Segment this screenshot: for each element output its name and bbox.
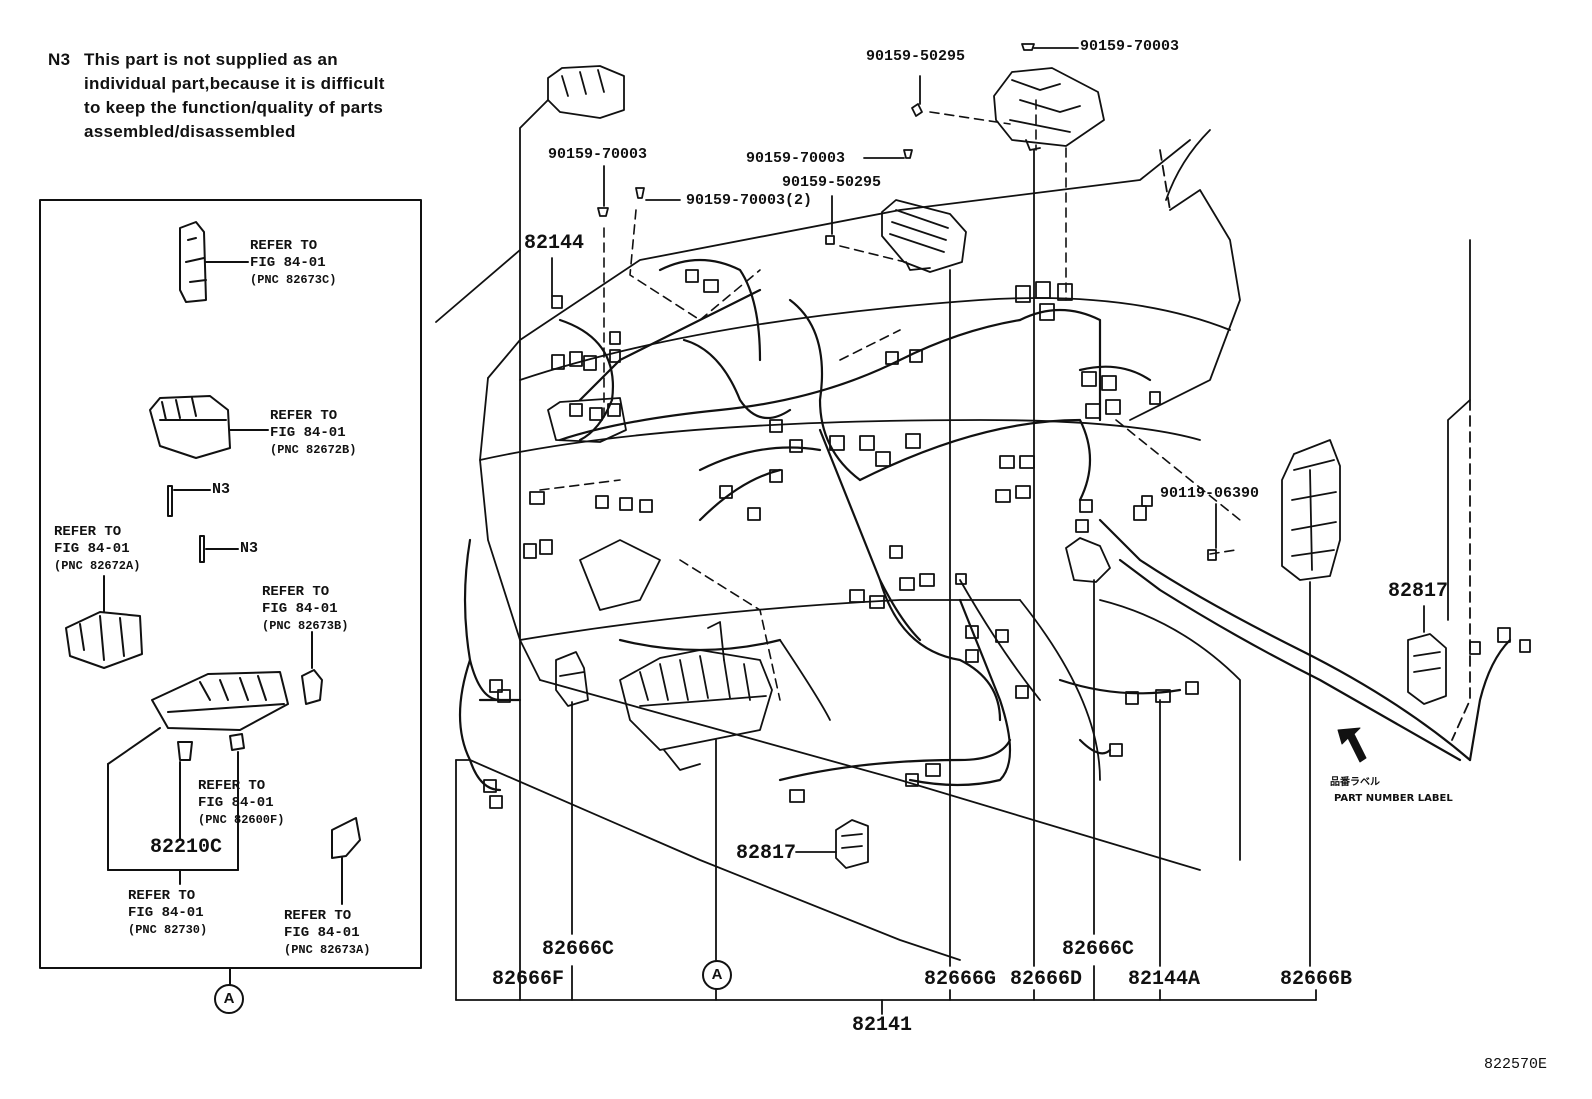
bolt-90159-70003-mid: 90159-70003 [746,150,846,167]
inset-box [39,199,422,969]
part-82666g: 82666G [924,968,997,991]
dashed-reference-lines [539,99,1241,701]
part-82210c: 82210C [150,836,223,859]
part-number-label-arrow [1337,727,1367,763]
ref-fig: FIG 84-01 [284,925,360,941]
relay-82817-lower [835,819,869,869]
ref-text: REFER TO [128,888,196,904]
ref-pnc: (PNC 82673A) [284,943,371,957]
wire-harness [458,258,1512,792]
bolt-90159-70003-left: 90159-70003 [548,146,648,163]
relay-block-top [547,65,627,443]
ref-fig: FIG 84-01 [262,601,338,617]
relay-82817-right [1407,633,1447,705]
n3-label-2: N3 [240,540,259,557]
bolt-90159-70003-top: 90159-70003 [1080,38,1180,55]
dashboard-outline [435,129,1471,961]
part-82666f: 82666F [492,968,565,991]
part-82666c-mid: 82666C [542,938,615,961]
bolt-90159-70003-x2: 90159-70003(2) [686,192,813,209]
part-number-label-jp: 品番ラベル [1330,777,1380,788]
ref-pnc: (PNC 82600F) [198,813,285,827]
inset-block-82672a [65,575,143,669]
ref-text: REFER TO [262,584,330,600]
inset-junction-block-82210c [107,671,289,885]
inset-pin-n3-a [167,485,211,517]
part-82666b: 82666B [1280,968,1353,991]
part-82141: 82141 [852,1014,913,1037]
ref-pnc: (PNC 82672A) [54,559,141,573]
part-82144: 82144 [524,232,585,255]
ref-text: REFER TO [284,908,352,924]
ref-text: REFER TO [270,408,338,424]
figure-code: 822570E [1484,1056,1548,1073]
ecu-module-82666d [993,67,1105,151]
note-line-3: to keep the function/quality of parts [84,98,384,117]
circle-a-inset: A [214,984,244,1014]
note-line-2: individual part,because it is difficult [84,74,385,93]
ref-fig: FIG 84-01 [250,255,326,271]
module-82666b [1281,439,1341,581]
part-82666c-right: 82666C [1062,938,1135,961]
inset-block-82672b [149,395,269,459]
connectors [483,269,1531,809]
part-82666d: 82666D [1010,968,1083,991]
ref-text: REFER TO [54,524,122,540]
bolt-90119-06390: 90119-06390 [1160,485,1260,502]
ref-pnc: (PNC 82730) [128,923,208,937]
ref-text: REFER TO [198,778,266,794]
ecu-module-82666g [881,199,967,273]
ref-pnc: (PNC 82672B) [270,443,357,457]
part-number-label-en: PART NUMBER LABEL [1334,793,1453,804]
part-82817-lower: 82817 [736,842,797,865]
inset-pin-n3-b [199,535,239,563]
part-82144a: 82144A [1128,968,1201,991]
ref-fig: FIG 84-01 [128,905,204,921]
relay-82666f [555,651,589,707]
junction-block-a [619,621,773,771]
inset-bracket-82673c [179,221,249,303]
note-line-1: This part is not supplied as an [84,50,338,69]
ref-text: REFER TO [250,238,318,254]
note-line-4: assembled/disassembled [84,122,296,141]
bolts [597,43,1217,561]
part-82817-right: 82817 [1388,580,1449,603]
bolt-90159-50295-top: 90159-50295 [866,48,966,65]
relay-82666c-right [1065,537,1111,583]
ref-pnc: (PNC 82673C) [250,273,337,287]
ref-fig: FIG 84-01 [270,425,346,441]
circle-a-main: A [702,960,732,990]
ref-fig: FIG 84-01 [54,541,130,557]
bolt-90159-50295-mid: 90159-50295 [782,174,882,191]
ref-pnc: (PNC 82673B) [262,619,349,633]
inset-clip-82673b [301,631,323,705]
inset-bracket-82673a [331,817,361,905]
leader-lines [455,47,1425,1015]
n3-label-1: N3 [212,481,231,498]
ref-fig: FIG 84-01 [198,795,274,811]
note-code: N3 [48,50,71,69]
